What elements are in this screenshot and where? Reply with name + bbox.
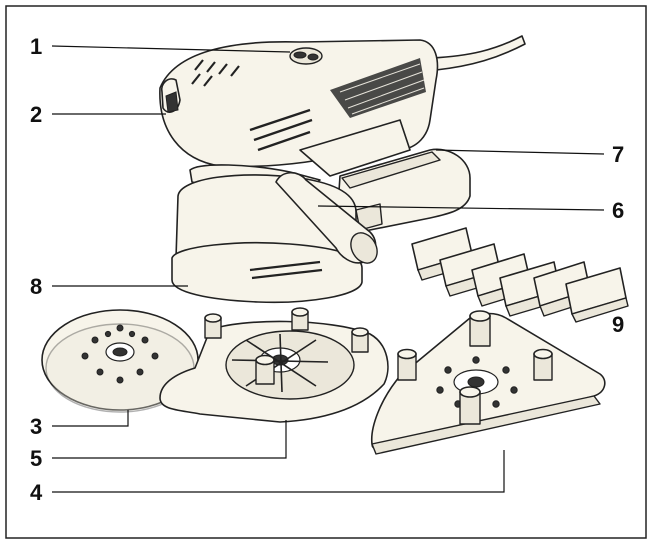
round-pad-base [159,307,389,423]
diagram-border [5,5,647,539]
delta-pad [370,310,606,455]
callout-8: 8 [30,274,42,299]
callout-3: 3 [30,414,42,439]
sander-body [159,39,439,197]
callout-4: 4 [30,480,43,505]
sanding-clips [411,227,629,323]
callout-7: 7 [612,142,624,167]
leader-lines [51,45,605,493]
callout-9: 9 [612,312,624,337]
callout-2: 2 [30,102,42,127]
callout-1: 1 [30,34,42,59]
power-cord [431,35,526,71]
callout-6: 6 [612,198,624,223]
front-knob [275,171,378,264]
callout-5: 5 [30,446,42,471]
dust-box [337,148,471,233]
round-sanding-disc [41,309,199,413]
callout-labels: 1 2 3 4 5 6 7 8 9 [30,34,624,505]
